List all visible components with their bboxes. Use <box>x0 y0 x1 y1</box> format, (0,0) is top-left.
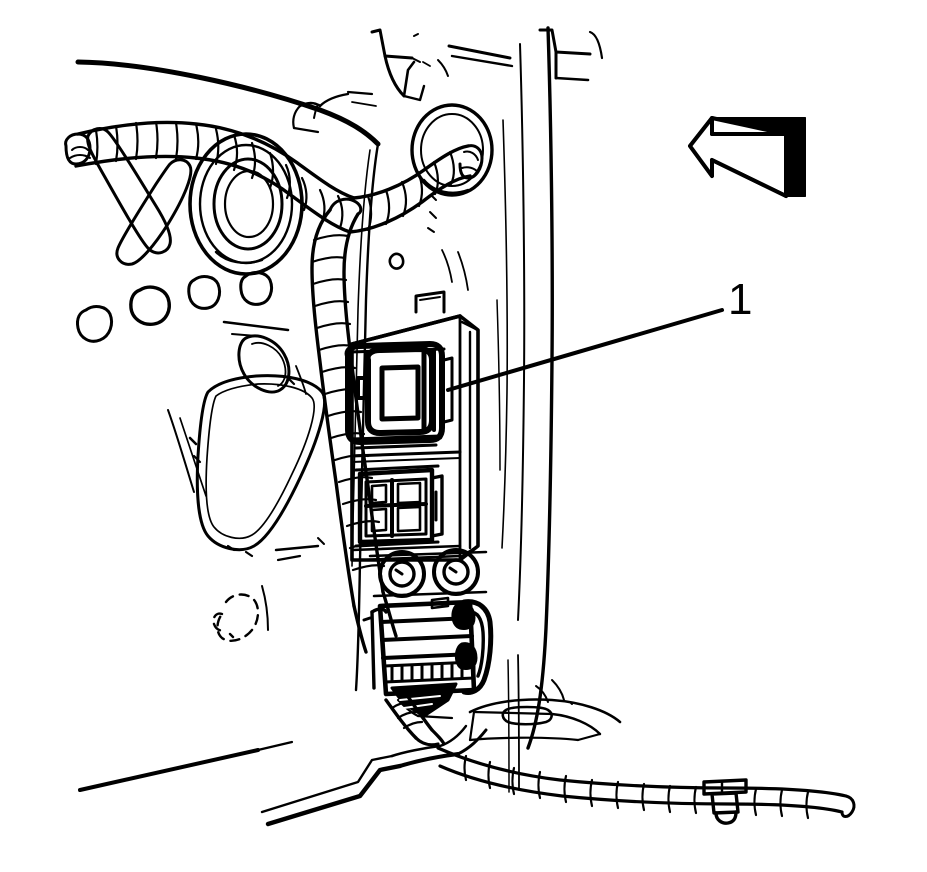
lower-harness-connector <box>362 599 494 718</box>
callout-leader-line <box>446 308 724 392</box>
floor-harness-run <box>384 692 856 825</box>
pillar-body-panel <box>75 26 622 827</box>
body-panel-access-holes <box>76 271 307 395</box>
harness-retainer-clip <box>702 778 748 825</box>
mounting-studs <box>368 548 488 610</box>
x-shaped-retainer-clip <box>86 127 193 266</box>
large-panel-opening <box>167 374 327 642</box>
callout-1-label: 1 <box>728 275 753 324</box>
direction-arrow <box>688 116 806 198</box>
control-module-housing <box>350 290 480 562</box>
corrugated-harness-conduit <box>64 120 484 654</box>
upper-panel-hole <box>410 103 494 197</box>
secondary-connector <box>354 464 444 548</box>
